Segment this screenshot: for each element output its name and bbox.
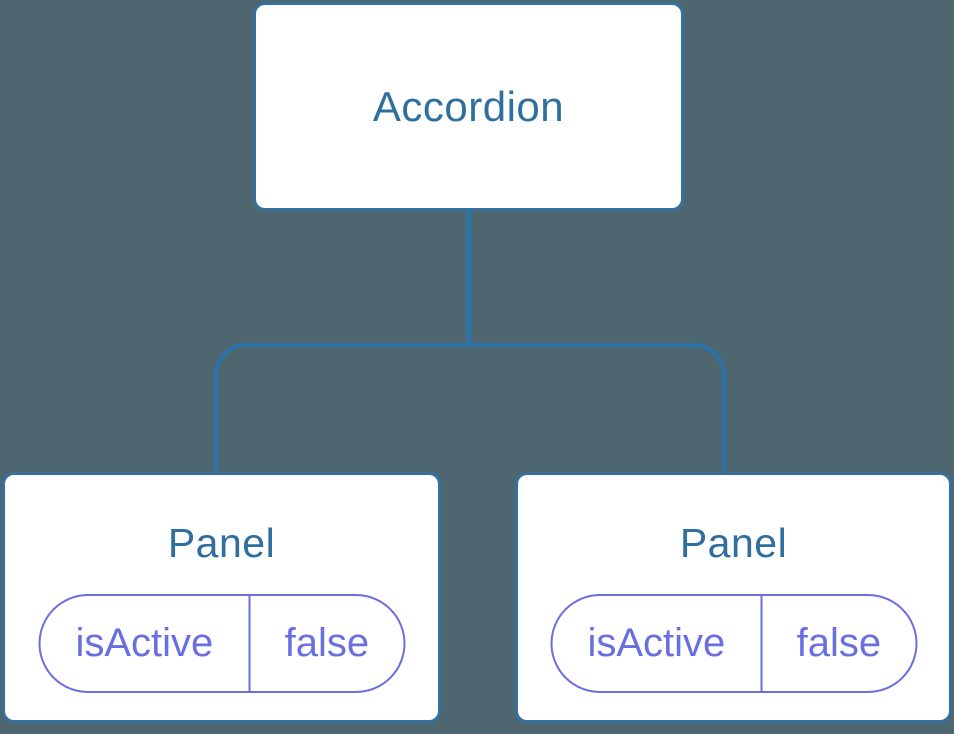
state-pill: isActive false bbox=[38, 594, 405, 693]
panel-node-label: Panel bbox=[679, 520, 788, 566]
panel-node-label: Panel bbox=[167, 520, 276, 566]
panel-node-left: Panel isActive false bbox=[2, 472, 441, 723]
accordion-node: Accordion bbox=[253, 2, 684, 211]
connector-branch-bracket bbox=[214, 343, 726, 472]
state-pill: isActive false bbox=[550, 594, 917, 693]
state-name: isActive bbox=[552, 596, 763, 691]
state-value: false bbox=[284, 621, 370, 665]
accordion-node-label: Accordion bbox=[372, 82, 565, 130]
panel-node-right: Panel isActive false bbox=[515, 472, 952, 723]
state-value: false bbox=[796, 621, 882, 665]
state-name: isActive bbox=[40, 596, 251, 691]
connector-trunk-line bbox=[466, 209, 471, 347]
